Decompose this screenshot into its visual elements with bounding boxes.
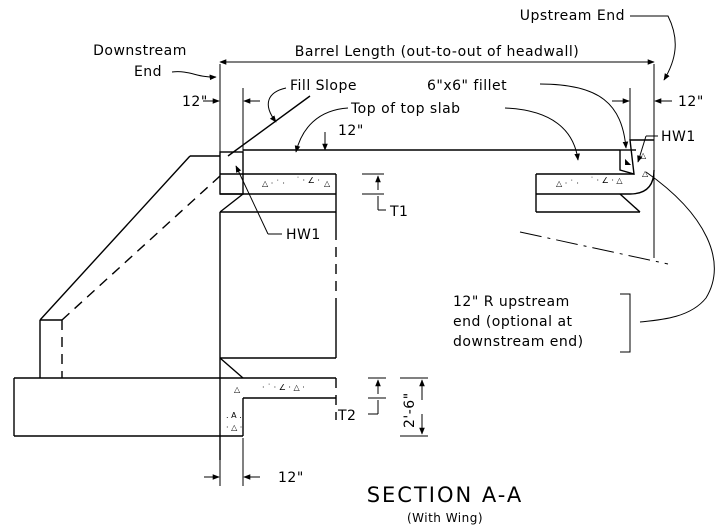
svg-text:△: △ [640,151,647,160]
top-slab-left: △ · ˙ · ˙ · ∠ · △ [219,173,337,213]
svg-text:△: △ [324,179,331,188]
top-of-slab-label: Top of top slab [350,101,461,117]
radius-note: 12" R upstream end (optional at downstre… [453,293,631,353]
hw1-left-callout: HW1 [235,165,321,243]
radius-note-line2: end (optional at [453,314,573,330]
dim-2-6-label: 2'-6" [402,392,418,428]
dim-12-right-label: 12" [678,94,704,110]
svg-text:˙ · ∠ · △: ˙ · ∠ · △ [590,176,623,185]
section-title-sub: (With Wing) [407,511,483,525]
dim-2-6: 2'-6" [400,377,428,437]
svg-text:△: △ [642,169,649,178]
dim-12-bottom-label: 12" [278,470,304,486]
fill-slope-label: Fill Slope [290,78,357,94]
fill-slope-callout: Fill Slope [267,78,357,123]
bottom-slab: △ · ˙ · ∠ · △ · . A . · △ · [13,357,337,437]
upstream-end-label: Upstream End [520,8,625,24]
svg-text:. A .: . A . [226,411,242,420]
upstream-end-callout: Upstream End [520,8,676,81]
dim-12-left: 12" [182,94,260,110]
svg-text:△ · ˙ ·: △ · ˙ · [556,179,579,188]
wing-wall [39,155,221,378]
t1-label: T1 [389,204,408,220]
downstream-end-label-1: Downstream [93,43,187,59]
dim-12-right: 12" [612,94,704,110]
section-title-main: SECTION A-A [367,483,524,507]
svg-text:◣: ◣ [625,157,632,166]
dim-12-bottom: 12" [204,438,304,486]
dim-12-slab: 12" [322,123,364,151]
radius-note-line1: 12" R upstream [453,294,570,310]
radius-note-line3: downstream end) [453,334,584,350]
hw1-right-callout: HW1 [637,129,696,163]
barrel-length-label: Barrel Length (out-to-out of headwall) [295,44,579,60]
section-title: SECTION A-A (With Wing) [367,483,524,525]
dim-t2: T2 [337,377,386,424]
svg-text:· △ ·: · △ · [226,423,242,432]
dim-12-slab-label: 12" [338,123,364,139]
t2-label: T2 [337,408,356,424]
downstream-end-callout: Downstream End [93,43,217,81]
fillet-label: 6"x6" fillet [427,78,507,94]
svg-text:△: △ [234,385,241,394]
barrel-length-dimension: Barrel Length (out-to-out of headwall) [219,44,655,65]
top-slab-right: △ · ˙ · ˙ · ∠ · △ [535,173,641,213]
downstream-end-label-2: End [134,64,162,80]
top-of-slab-callout: Top of top slab [294,101,580,161]
svg-text:· ˙ · ∠ · △ ·: · ˙ · ∠ · △ · [262,383,305,392]
svg-text:△ · ˙ ·: △ · ˙ · [262,179,285,188]
svg-text:˙ · ∠ ·: ˙ · ∠ · [296,176,320,185]
headwall-right: △ △ ◣ [619,139,655,195]
hw1-left-label: HW1 [286,227,321,243]
hw1-right-label: HW1 [661,129,696,145]
fillet-callout: 6"x6" fillet [427,78,629,149]
dim-t1: T1 [362,173,408,220]
dim-12-left-label: 12" [182,94,208,110]
